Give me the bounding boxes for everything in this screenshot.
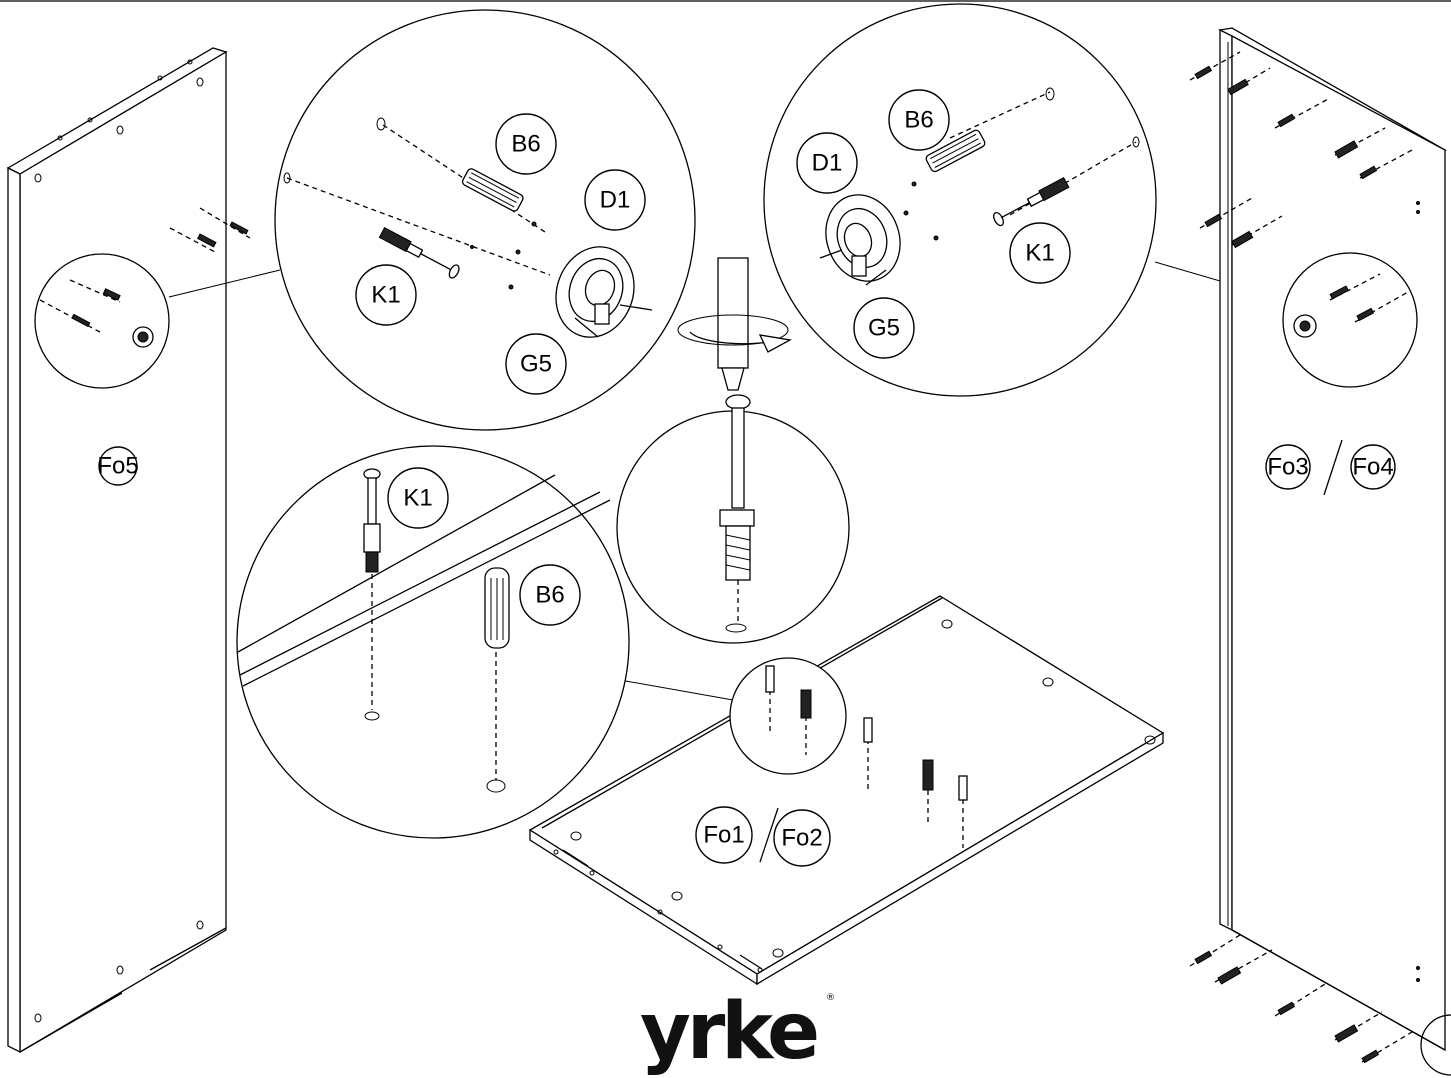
right-side-panel	[1189, 27, 1447, 1064]
zoom-circle-right	[763, 3, 1286, 397]
label-separator-fo1-fo2	[759, 807, 779, 863]
bottom-panel	[528, 595, 1165, 986]
svg-text:K1: K1	[371, 282, 400, 309]
svg-text:Fo3: Fo3	[1267, 454, 1308, 481]
svg-text:B6: B6	[511, 131, 540, 158]
right-panel-zoom-circle	[1282, 252, 1418, 388]
label-right-d1: D1	[796, 132, 858, 194]
svg-text:K1: K1	[403, 485, 432, 512]
label-separator-fo3-fo4	[1323, 439, 1343, 496]
label-fo4: Fo4	[1350, 444, 1396, 490]
svg-text:B6: B6	[535, 582, 564, 609]
brand-logo: yrke ®	[640, 987, 835, 1077]
svg-text:Fo5: Fo5	[97, 453, 138, 480]
label-right-g5: G5	[853, 297, 915, 359]
logo-registered-mark: ®	[826, 993, 835, 1003]
label-left-g5: G5	[505, 333, 567, 395]
svg-text:Fo2: Fo2	[781, 825, 822, 852]
screwdriver-zoom-circle	[616, 394, 850, 644]
bottom-zoom-small-circle	[619, 657, 847, 775]
svg-text:G5: G5	[868, 315, 900, 342]
label-fo1: Fo1	[695, 806, 753, 864]
left-side-panel	[6, 47, 251, 1054]
label-right-k1: K1	[1009, 222, 1071, 284]
label-bottom-k1: K1	[387, 467, 449, 529]
label-left-d1: D1	[584, 169, 646, 231]
svg-text:B6: B6	[904, 107, 933, 134]
label-right-b6: B6	[888, 89, 950, 151]
svg-text:Fo1: Fo1	[703, 822, 744, 849]
left-panel-zoom-circle	[34, 253, 281, 389]
label-fo2: Fo2	[773, 809, 831, 867]
zoom-circle-bottom	[236, 445, 630, 839]
logo-wordmark: yrke	[640, 987, 817, 1077]
label-left-k1: K1	[355, 264, 417, 326]
screwdriver-rotation	[677, 257, 792, 391]
label-fo3: Fo3	[1265, 444, 1311, 490]
svg-text:Fo4: Fo4	[1352, 454, 1393, 481]
svg-text:K1: K1	[1025, 240, 1054, 267]
partial-callout-circle	[1420, 1014, 1451, 1076]
label-bottom-b6: B6	[519, 564, 581, 626]
svg-text:G5: G5	[520, 351, 552, 378]
svg-text:D1: D1	[600, 187, 631, 214]
svg-text:D1: D1	[812, 150, 843, 177]
label-left-b6: B6	[495, 113, 557, 175]
label-fo5: Fo5	[97, 446, 139, 486]
